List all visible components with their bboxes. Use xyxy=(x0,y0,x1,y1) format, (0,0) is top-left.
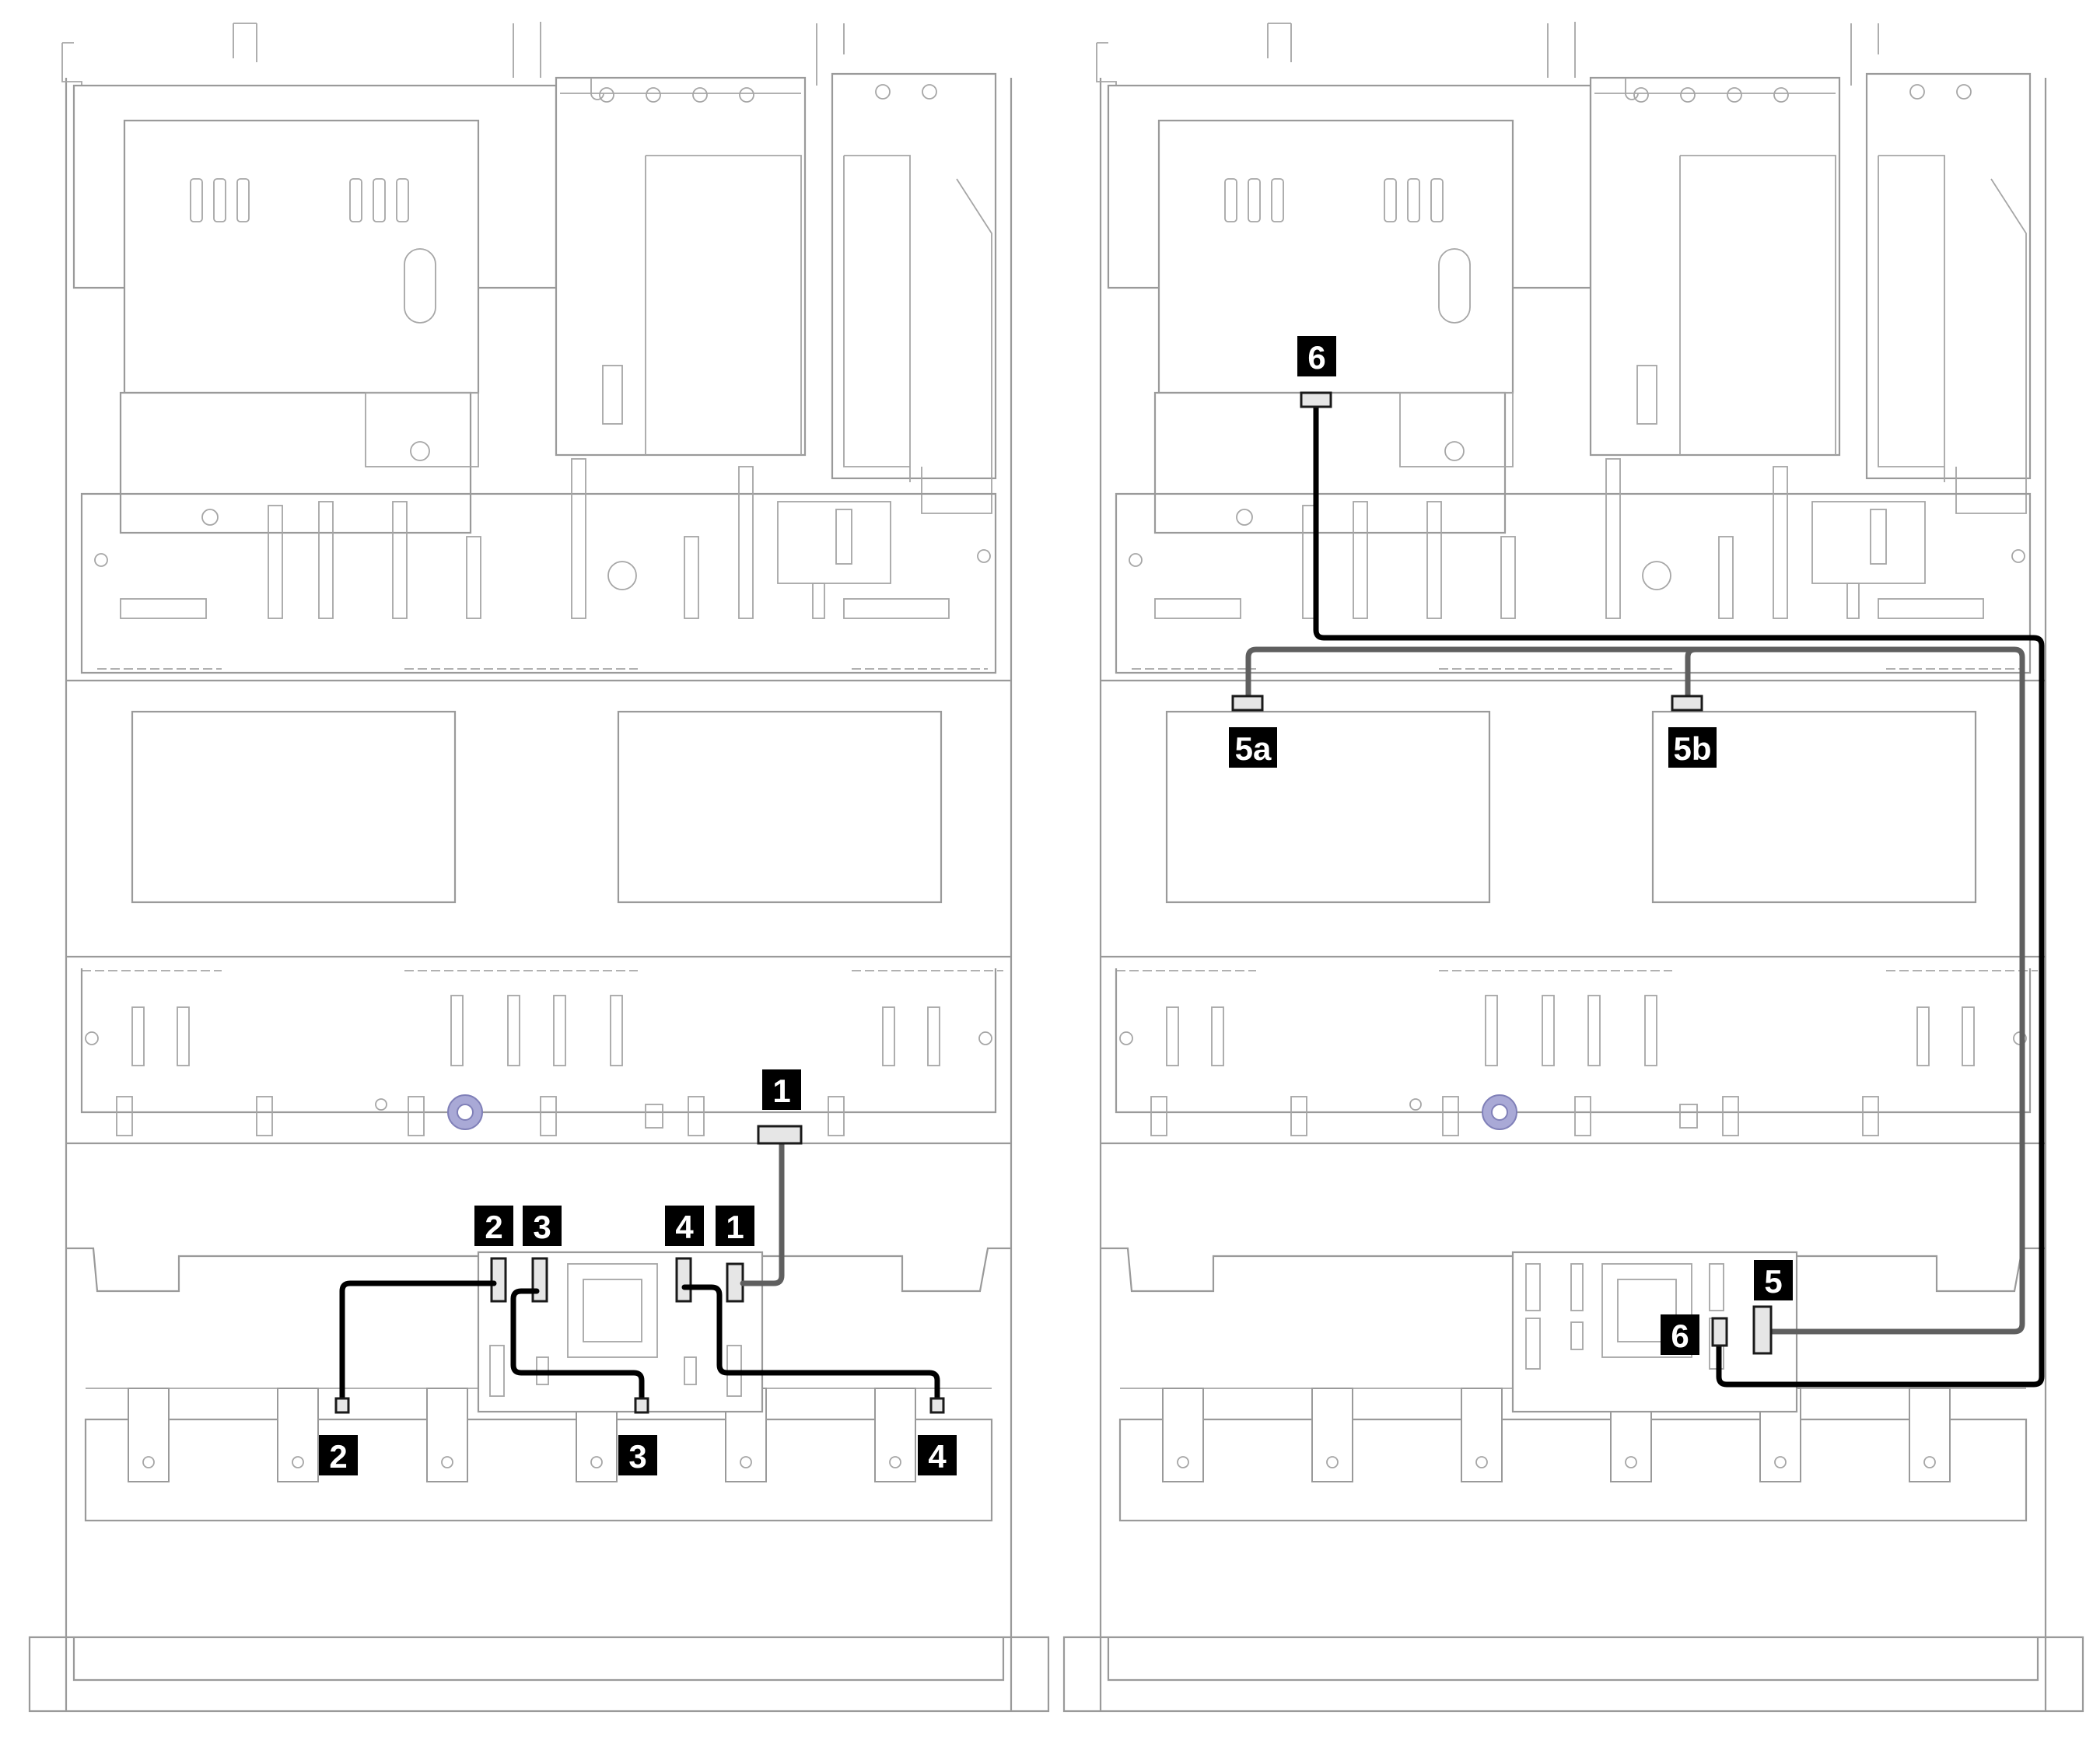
callout-6-riser: 6 xyxy=(1297,336,1336,376)
callout-5b: 5b xyxy=(1668,727,1717,768)
svg-text:5b: 5b xyxy=(1673,730,1711,767)
callout-3-board: 3 xyxy=(523,1206,562,1246)
connector-4-board[interactable] xyxy=(675,1257,692,1303)
cable-1 xyxy=(740,1132,785,1286)
cable-3 xyxy=(510,1288,645,1411)
cable-6 xyxy=(1313,401,2045,1388)
connector-5a-processor[interactable] xyxy=(1231,695,1264,712)
svg-text:4: 4 xyxy=(928,1438,947,1475)
callout-6-board: 6 xyxy=(1661,1314,1699,1355)
connector-3-fan[interactable] xyxy=(634,1397,649,1414)
right-panel: 6 5a 5b 5 6 xyxy=(1062,20,2084,1713)
svg-text:2: 2 xyxy=(485,1209,502,1245)
left-panel: 1 2 3 4 1 2 3 4 xyxy=(28,20,1050,1713)
connector-3-board[interactable] xyxy=(531,1257,548,1303)
callout-2-board: 2 xyxy=(474,1206,513,1246)
callout-4-board: 4 xyxy=(665,1206,704,1246)
svg-text:3: 3 xyxy=(533,1209,551,1245)
callout-5a: 5a xyxy=(1229,727,1277,768)
connector-5-board[interactable] xyxy=(1752,1305,1773,1355)
svg-text:5a: 5a xyxy=(1235,730,1272,767)
callout-3-fan: 3 xyxy=(618,1435,657,1475)
cable-5 xyxy=(1245,646,2025,1335)
connector-2-fan[interactable] xyxy=(334,1397,350,1414)
svg-text:6: 6 xyxy=(1671,1318,1689,1354)
connector-6-board[interactable] xyxy=(1711,1317,1728,1347)
svg-text:4: 4 xyxy=(675,1209,694,1245)
connector-1-mainboard[interactable] xyxy=(757,1125,803,1145)
svg-text:5: 5 xyxy=(1764,1263,1782,1300)
svg-text:2: 2 xyxy=(329,1438,347,1475)
callout-5-board: 5 xyxy=(1754,1260,1793,1300)
connector-6-riser[interactable] xyxy=(1300,391,1332,408)
callout-1-mainboard: 1 xyxy=(762,1069,801,1110)
callout-2-fan: 2 xyxy=(319,1435,358,1475)
connector-2-board[interactable] xyxy=(490,1257,507,1303)
svg-text:3: 3 xyxy=(628,1438,646,1475)
connector-5b-processor[interactable] xyxy=(1671,695,1703,712)
cable-2 xyxy=(339,1280,497,1411)
callout-1-board: 1 xyxy=(716,1206,754,1246)
callout-4-fan: 4 xyxy=(918,1435,957,1475)
cable-4 xyxy=(681,1284,940,1411)
svg-text:1: 1 xyxy=(772,1073,790,1109)
connector-4-fan[interactable] xyxy=(929,1397,945,1414)
svg-text:1: 1 xyxy=(726,1209,744,1245)
svg-text:6: 6 xyxy=(1307,339,1325,376)
